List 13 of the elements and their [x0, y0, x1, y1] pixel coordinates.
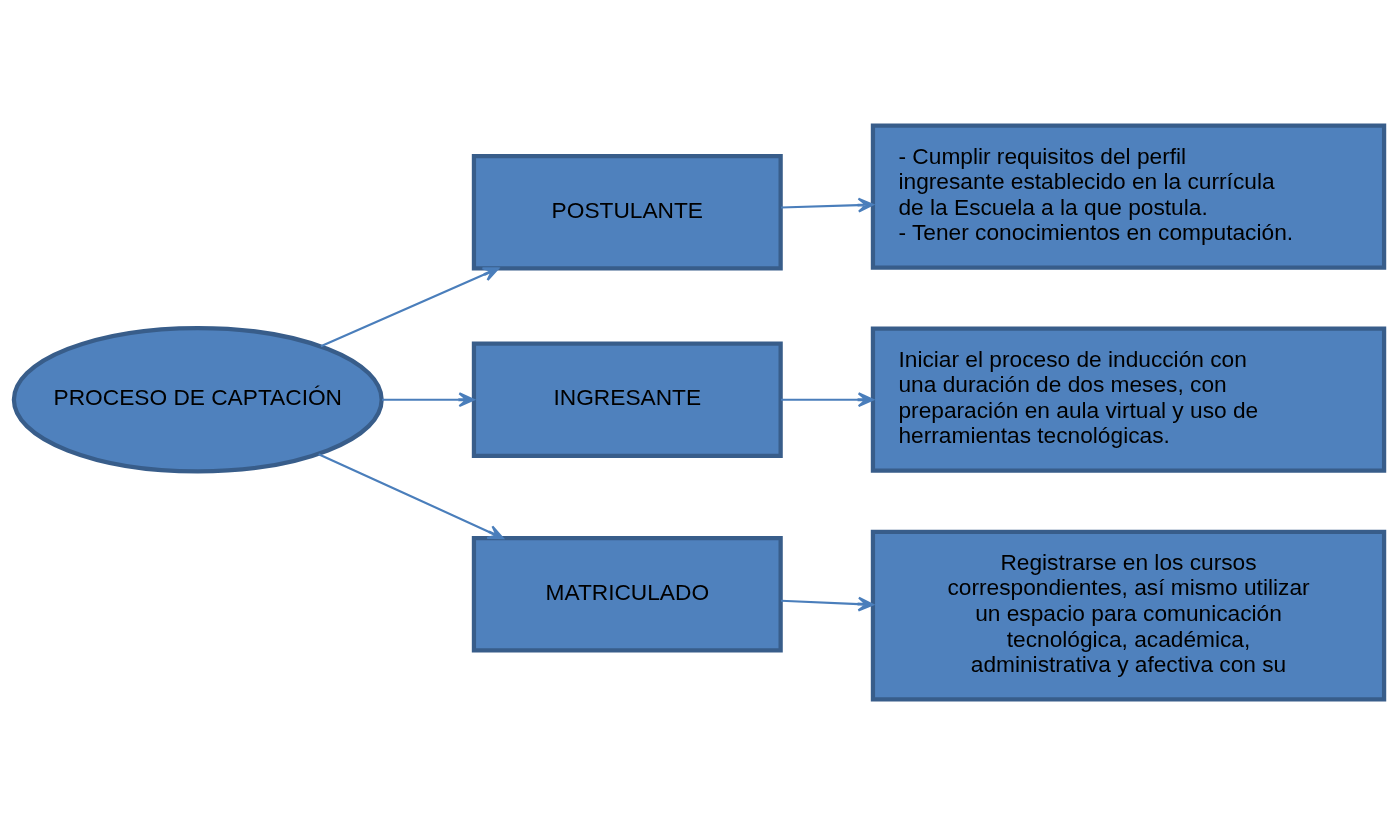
arrow [318, 453, 504, 540]
node-box: MATRICULADO [471, 536, 783, 653]
arrow [382, 392, 475, 408]
node-box: - Cumplir requisitos del perfil ingresante establecido en la currícula de la Escuela a la que postula. - Tener conocimientos en computación. [870, 123, 1387, 270]
arrow [780, 392, 874, 408]
arrow [780, 596, 874, 612]
node-box: INGRESANTE [471, 341, 783, 458]
node-box: Iniciar el proceso de inducción con una duración de dos meses, con preparación en aula virtual y uso de herramientas tecnológicas. [870, 326, 1387, 473]
node-box: Registrarse en los cursos correspondientes, así mismo utilizar un espacio para comunicación tecnológica, académica, administrativa y afectiva con su [870, 529, 1387, 702]
node-ellipse: PROCESO DE CAPTACIÓN [11, 325, 384, 474]
node-box: POSTULANTE [471, 154, 783, 271]
arrow [320, 267, 500, 348]
arrow [780, 197, 874, 213]
